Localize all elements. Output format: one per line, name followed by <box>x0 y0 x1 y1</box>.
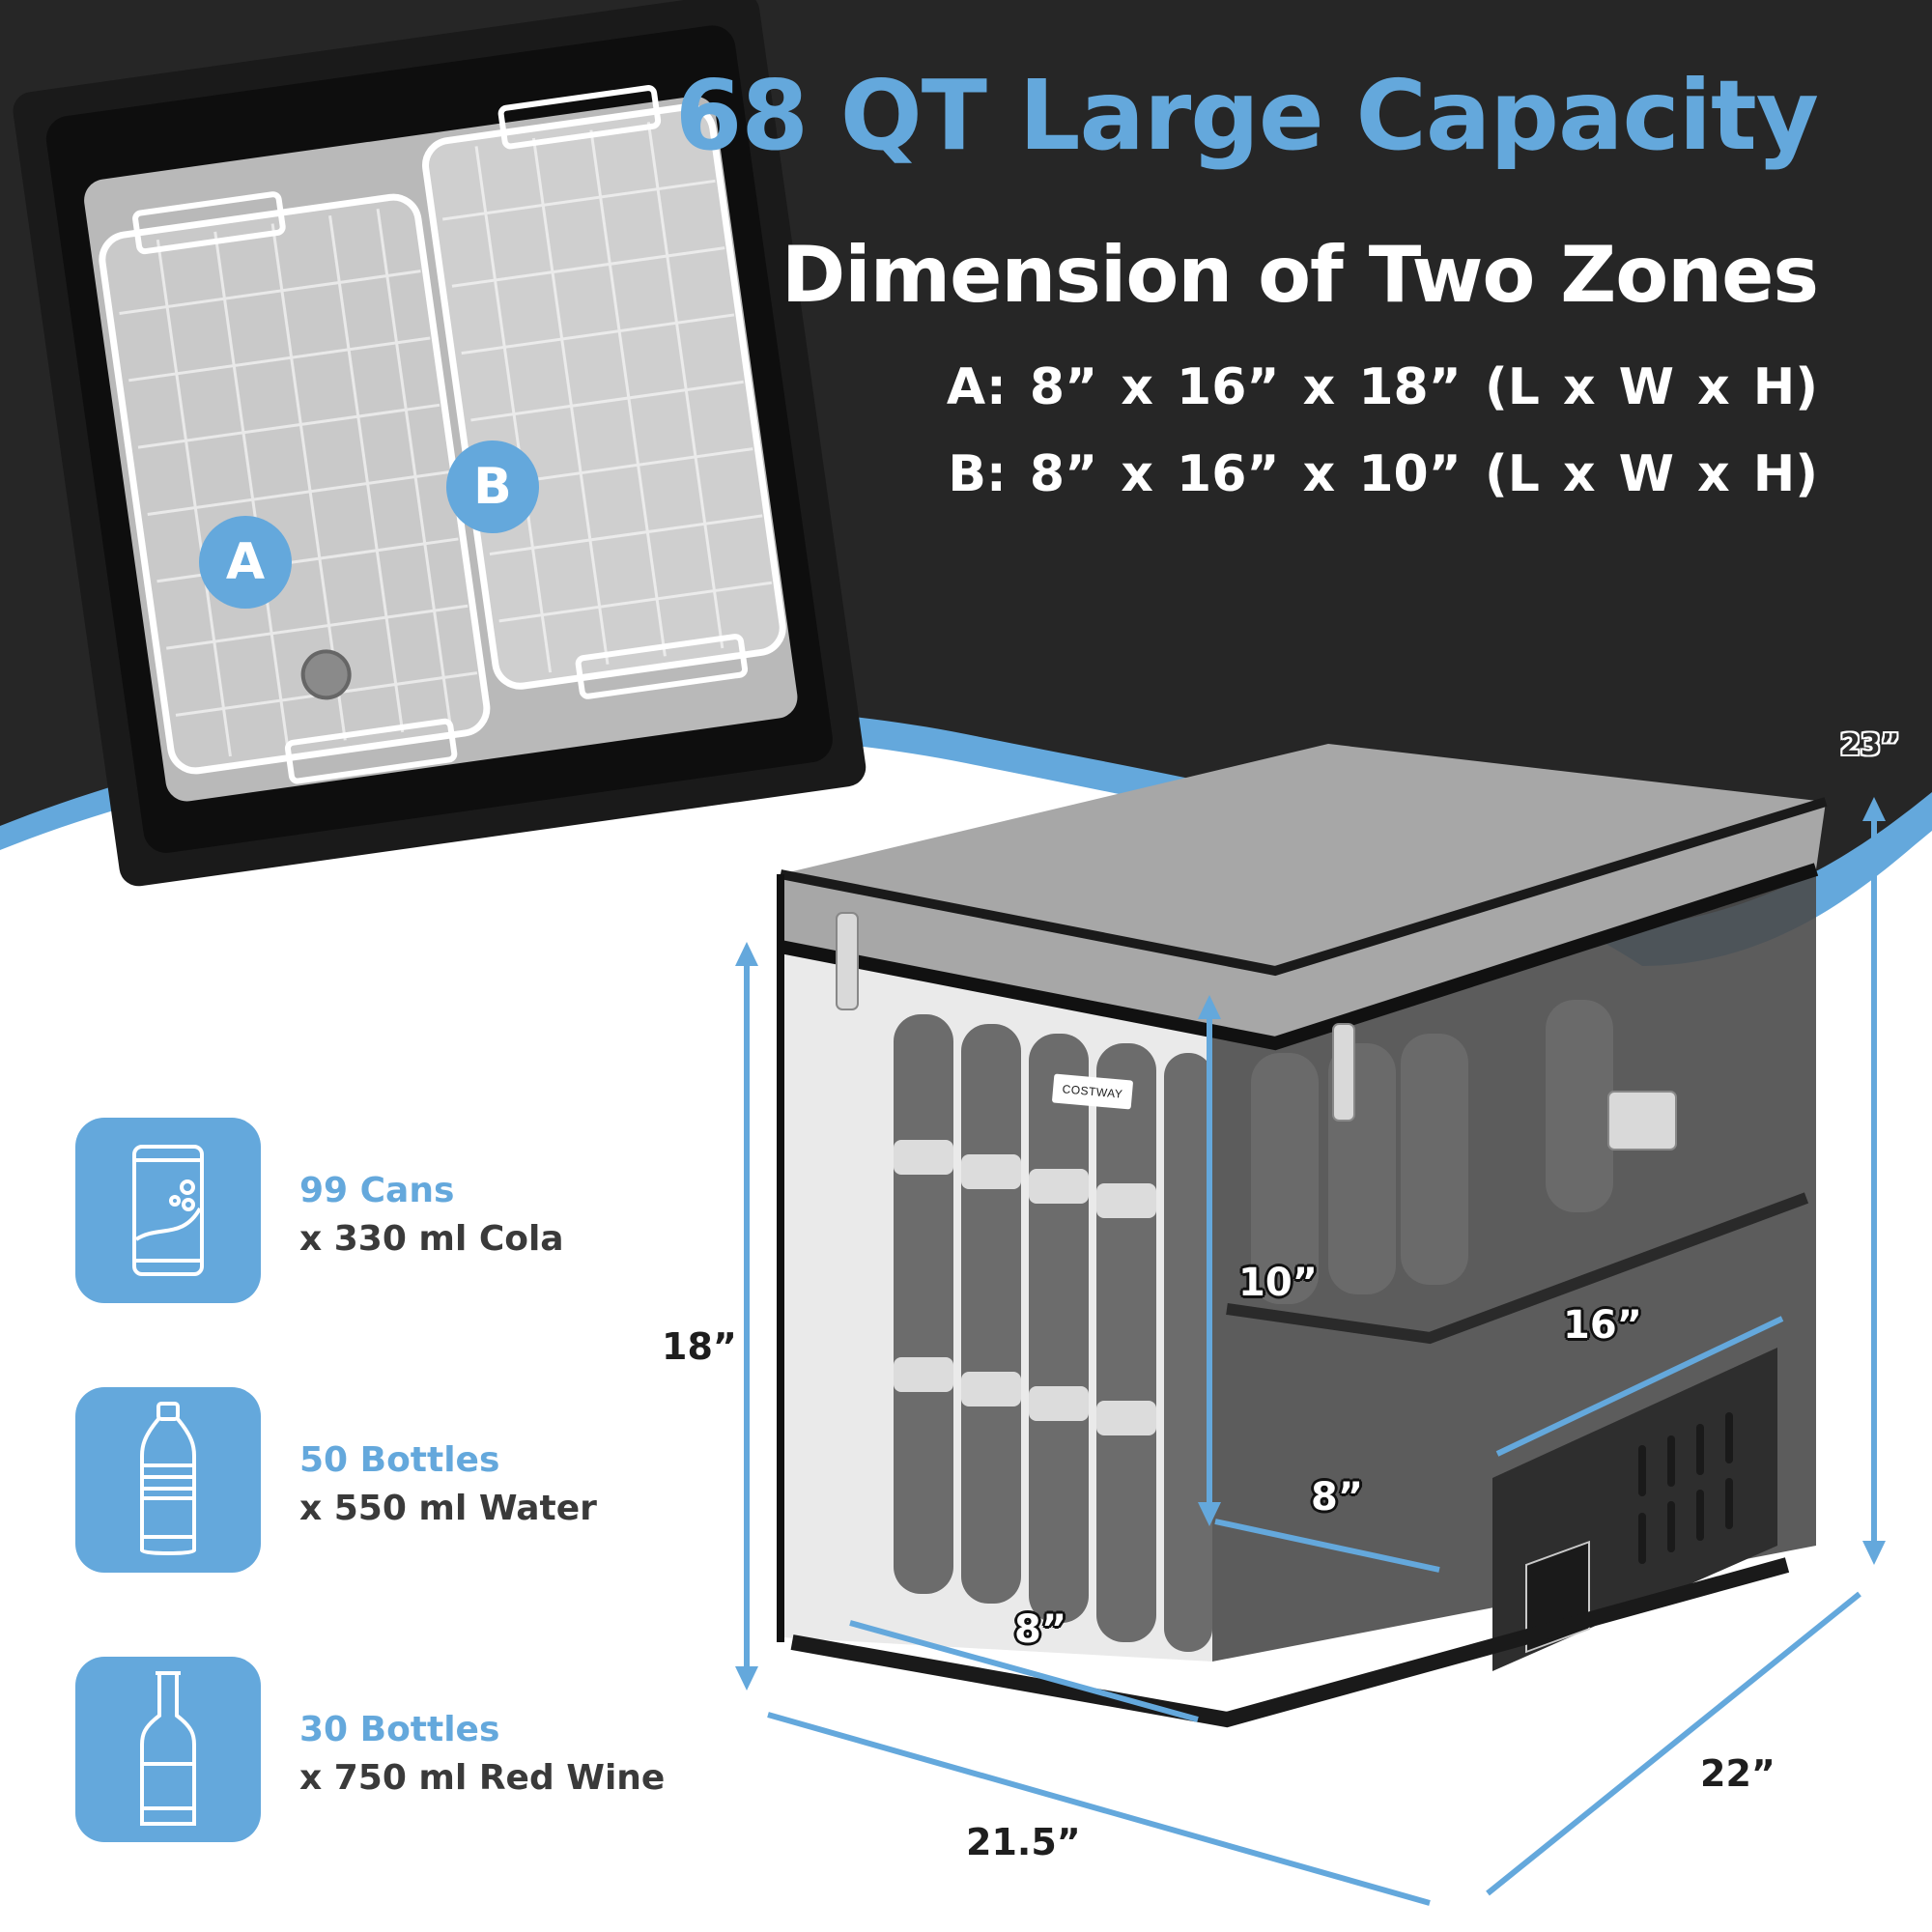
capacity-desc: x 750 ml Red Wine <box>299 1758 666 1798</box>
dim-front-width: 21.5” <box>966 1821 1081 1863</box>
dim-zone-b-length: 8” <box>1311 1475 1364 1520</box>
capacity-item-wine: 30 Bottles x 750 ml Red Wine <box>75 1657 752 1842</box>
dim-zone-a-height: 18” <box>662 1325 737 1368</box>
soda-can-icon <box>75 1118 261 1303</box>
cooler-top-view <box>13 0 867 887</box>
zone-b-badge: B <box>446 440 539 533</box>
headline-subtitle: Dimension of Two Zones <box>781 230 1819 320</box>
dim-zone-b-width: 16” <box>1563 1303 1642 1348</box>
dim-overall-height: 23” <box>1840 728 1900 762</box>
wine-bottle-icon <box>75 1657 261 1842</box>
capacity-desc: x 550 ml Water <box>299 1489 597 1528</box>
capacity-desc: x 330 ml Cola <box>299 1219 564 1259</box>
capacity-item-water: 50 Bottles x 550 ml Water <box>75 1387 752 1573</box>
dim-zone-a-length: 8” <box>1014 1607 1067 1652</box>
capacity-item-cans: 99 Cans x 330 ml Cola <box>75 1118 752 1303</box>
water-bottle-icon <box>75 1387 261 1573</box>
dim-side-depth: 22” <box>1700 1752 1776 1795</box>
capacity-count: 50 Bottles <box>299 1440 500 1480</box>
zone-a-spec: A: 8” x 16” x 18” (L x W x H) <box>946 358 1818 416</box>
zone-a-badge: A <box>199 516 292 609</box>
dim-zone-b-height: 10” <box>1238 1261 1318 1305</box>
capacity-count: 99 Cans <box>299 1171 455 1210</box>
capacity-count: 30 Bottles <box>299 1710 500 1749</box>
zone-b-spec: B: 8” x 16” x 10” (L x W x H) <box>948 445 1818 503</box>
cooler-side-view <box>777 744 1828 1728</box>
dimension-arrows <box>735 797 1886 1906</box>
headline-title: 68 QT Large Capacity <box>674 59 1819 172</box>
